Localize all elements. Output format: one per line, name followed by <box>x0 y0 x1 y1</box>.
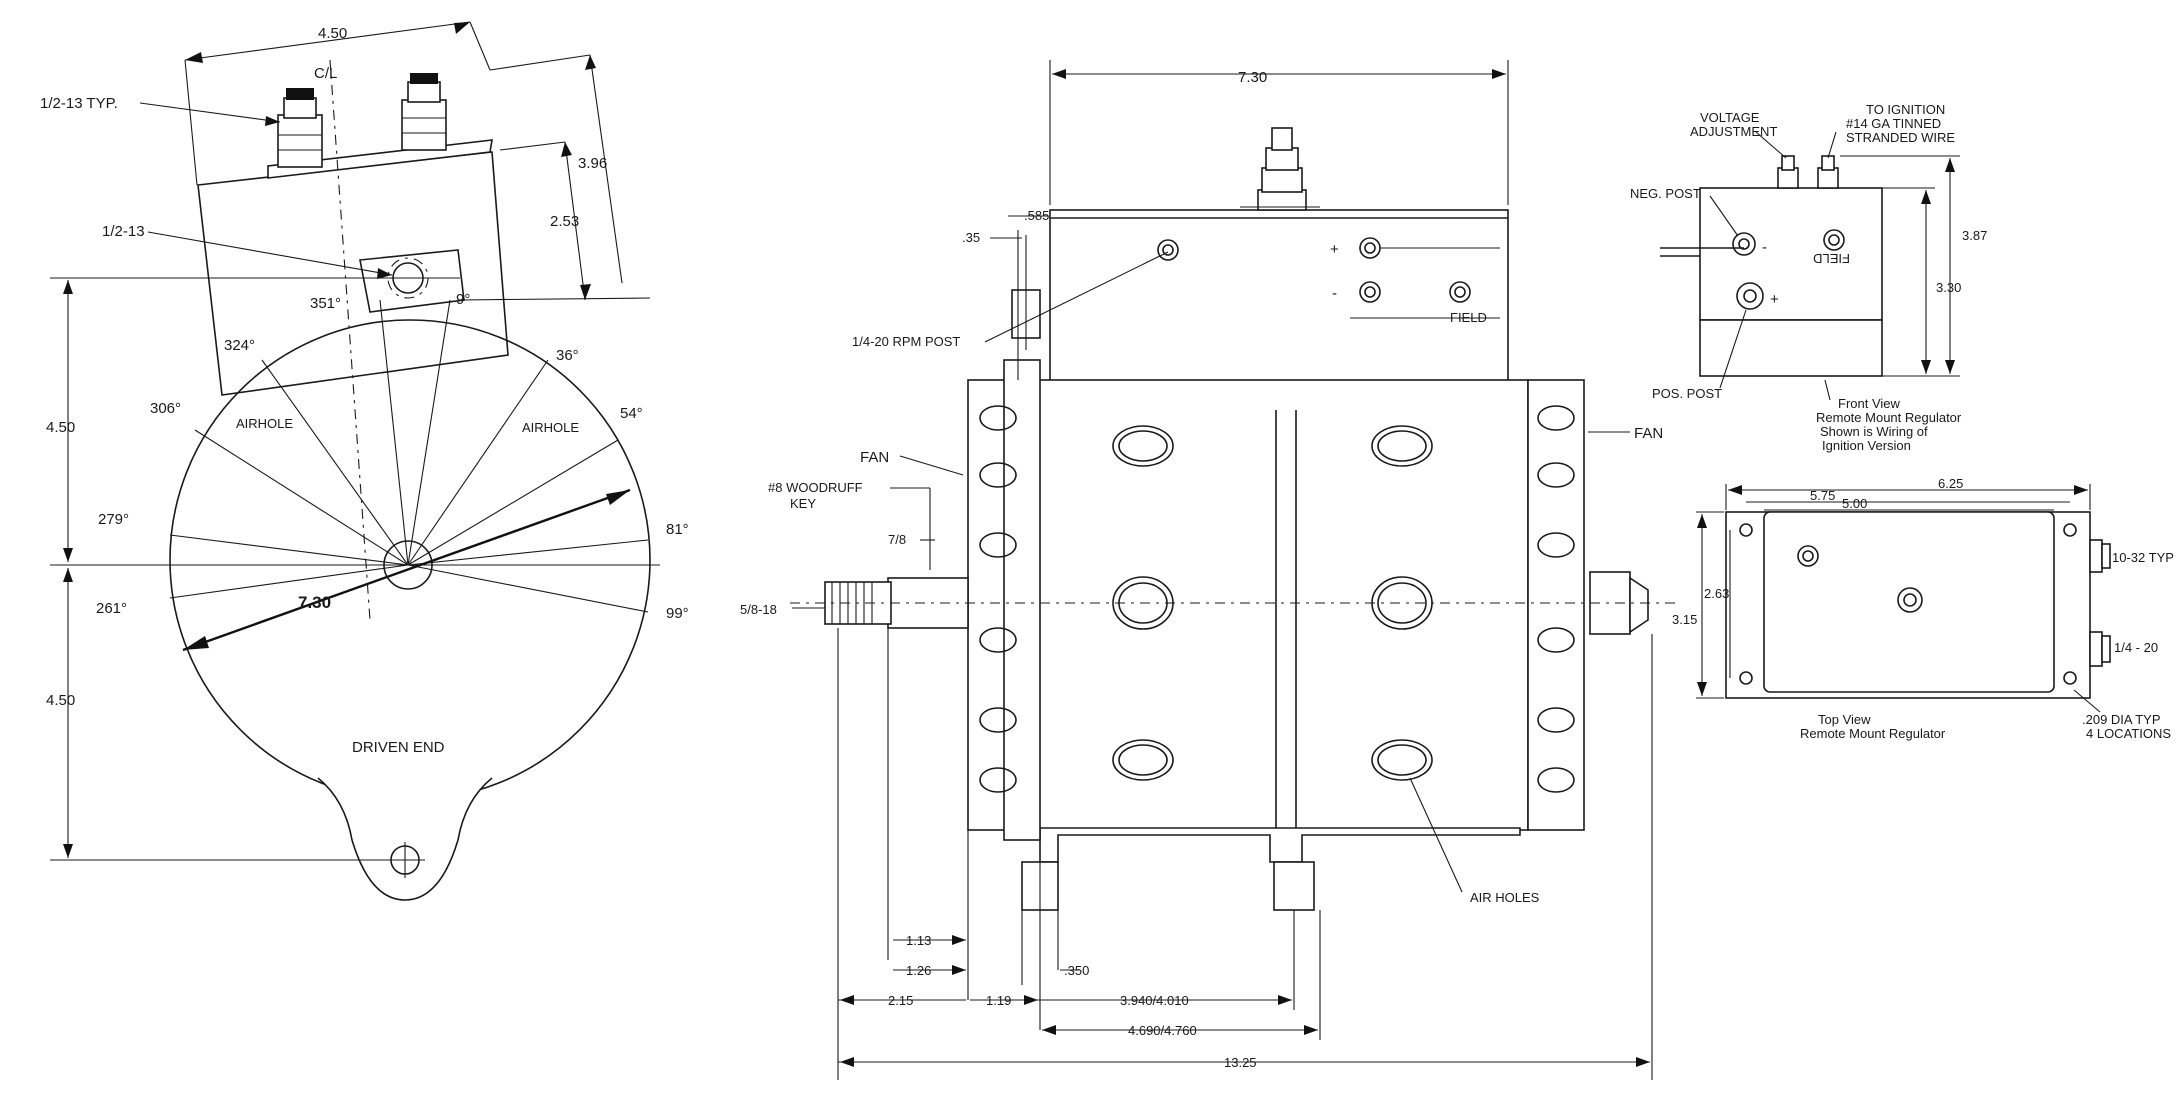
end-diameter-dim: 7.30 <box>298 593 331 612</box>
reg-voltage-1: VOLTAGE <box>1700 110 1760 125</box>
angle-324: 324° <box>224 337 255 354</box>
reg-dim-500: 5.00 <box>1842 496 1867 511</box>
side-rpm-post: 1/4-20 RPM POST <box>852 334 960 349</box>
side-dim-4690: 4.690/4.760 <box>1128 1023 1197 1038</box>
reg-front-caption-1: Front View <box>1838 396 1901 411</box>
side-dim-3940: 3.940/4.010 <box>1120 993 1189 1008</box>
reg-neg-post: NEG. POST <box>1630 186 1701 201</box>
reg-dim-330: 3.30 <box>1936 280 1961 295</box>
side-dim-119: 1.19 <box>986 993 1011 1008</box>
side-fan-right-label: FAN <box>1634 425 1663 442</box>
angle-54: 54° <box>620 405 643 422</box>
side-main-body <box>1021 379 1529 831</box>
end-airhole-left: AIRHOLE <box>236 416 293 431</box>
end-driven-label: DRIVEN END <box>352 739 445 756</box>
reg-front-caption-4: Ignition Version <box>1822 438 1911 453</box>
end-height-inner: 2.53 <box>550 213 579 230</box>
reg-ignition-1: TO IGNITION <box>1866 102 1945 117</box>
side-shaft <box>887 577 969 629</box>
end-centerline: C/L <box>314 65 337 82</box>
reg-hole-2: 4 LOCATIONS <box>2086 726 2171 741</box>
side-dim-126: 1.26 <box>906 963 931 978</box>
end-upper-half-dim: 4.50 <box>46 419 75 436</box>
terminal-stud-left <box>277 88 323 168</box>
reg-field: FIELD <box>1813 251 1850 266</box>
side-dim-350: .350 <box>1064 963 1089 978</box>
reg-minus: - <box>1762 239 1767 256</box>
regulator-front-view: VOLTAGE ADJUSTMENT TO IGNITION #14 GA TI… <box>1630 102 1987 453</box>
angle-306: 306° <box>150 400 181 417</box>
side-woodruff-2: KEY <box>790 496 816 511</box>
side-view: 7.30 .585 .35 1/4-20 RPM POST FAN FAN #8… <box>740 60 1680 1080</box>
mount-ear-bottom <box>317 777 493 901</box>
angle-99: 99° <box>666 605 689 622</box>
side-dim-78: 7/8 <box>888 532 906 547</box>
mount-ear-top <box>359 249 465 313</box>
reg-dim-625: 6.25 <box>1938 476 1963 491</box>
angle-9: 9° <box>456 291 470 308</box>
angle-261: 261° <box>96 600 127 617</box>
end-mount-thread: 1/2-13 <box>102 223 145 240</box>
end-height-outer: 3.96 <box>578 155 607 172</box>
reg-dim-575: 5.75 <box>1810 488 1835 503</box>
angle-279: 279° <box>98 511 129 528</box>
reg-thread-1032: 10-32 TYP <box>2112 550 2174 565</box>
side-dim-585: .585 <box>1024 208 1049 223</box>
reg-ignition-2: #14 GA TINNED <box>1846 116 1941 131</box>
reg-dim-263: 2.63 <box>1704 586 1729 601</box>
reg-top-caption-1: Top View <box>1818 712 1871 727</box>
end-airhole-right: AIRHOLE <box>522 420 579 435</box>
side-dim-215: 2.15 <box>888 993 913 1008</box>
side-dim-113: 1.13 <box>906 933 931 948</box>
regulator-top-view: 6.25 5.75 5.00 2.63 3.15 10-32 TYP 1/4 -… <box>1672 476 2174 741</box>
side-fan-left-label: FAN <box>860 449 889 466</box>
radial-spokes <box>169 299 649 613</box>
end-terminal-thread: 1/2-13 TYP. <box>40 95 118 112</box>
reg-front-body <box>1699 187 1883 321</box>
reg-ignition-3: STRANDED WIRE <box>1846 130 1955 145</box>
reg-top-caption-2: Remote Mount Regulator <box>1800 726 1946 741</box>
terminal-stud-right <box>401 73 447 151</box>
side-minus: - <box>1332 285 1337 302</box>
reg-front-caption-2: Remote Mount Regulator <box>1816 410 1962 425</box>
reg-thread-1420: 1/4 - 20 <box>2114 640 2158 655</box>
reg-dim-315: 3.15 <box>1672 612 1697 627</box>
end-view: 1/2-13 TYP. C/L 1/2-13 4.50 3.96 2.53 4.… <box>40 21 689 901</box>
side-fan-right <box>1527 379 1585 831</box>
reg-front-base <box>1699 319 1883 377</box>
reg-hole-1: .209 DIA TYP <box>2082 712 2161 727</box>
side-dim-35: .35 <box>962 230 980 245</box>
side-shaft-thread: 5/8-18 <box>740 602 777 617</box>
end-width-dim: 4.50 <box>318 25 347 42</box>
side-terminal-box <box>1049 209 1509 411</box>
angle-81: 81° <box>666 521 689 538</box>
side-length-top: 7.30 <box>1238 69 1267 86</box>
side-air-holes-label: AIR HOLES <box>1470 890 1540 905</box>
reg-pos-post: POS. POST <box>1652 386 1722 401</box>
reg-voltage-2: ADJUSTMENT <box>1690 124 1777 139</box>
angle-36: 36° <box>556 347 579 364</box>
reg-front-caption-3: Shown is Wiring of <box>1820 424 1928 439</box>
side-woodruff-1: #8 WOODRUFF <box>768 480 863 495</box>
side-plus: + <box>1330 241 1339 258</box>
end-lower-half-dim: 4.50 <box>46 692 75 709</box>
side-field-label: FIELD <box>1450 310 1487 325</box>
reg-top-body <box>1763 511 2055 693</box>
diameter-line <box>182 488 631 652</box>
reg-plus: + <box>1770 291 1779 308</box>
side-dim-1325: 13.25 <box>1224 1055 1257 1070</box>
reg-dim-387: 3.87 <box>1962 228 1987 243</box>
angle-351: 351° <box>310 295 341 312</box>
